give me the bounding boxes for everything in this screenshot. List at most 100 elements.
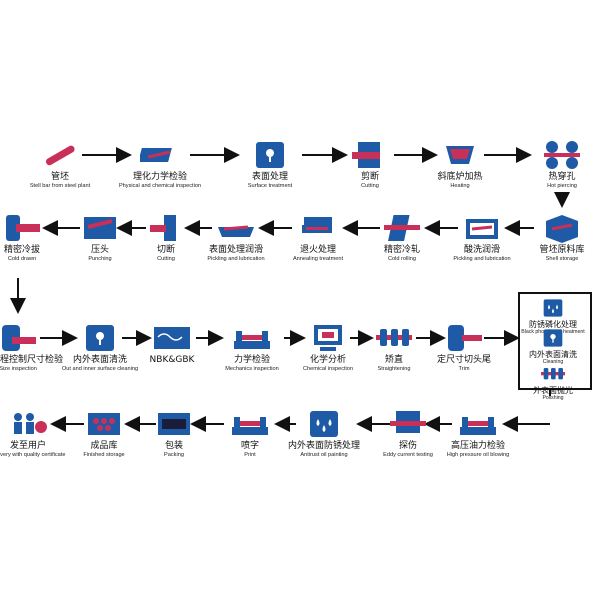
bars-icon	[138, 140, 180, 170]
step-label-zh: 防锈磷化处理	[529, 320, 577, 329]
step-label-zh: 表面处理润滑	[208, 245, 263, 255]
step-label-en: Hot piercing	[547, 183, 577, 189]
step-label-zh: 喷字	[240, 441, 259, 451]
step-label-en: Cleaning	[542, 359, 564, 365]
step-label-zh: 酸洗润滑	[463, 245, 500, 255]
step-label-zh: 管坯原料库	[539, 245, 585, 255]
step-label-en: Eddy current testing	[383, 452, 433, 458]
step-label-en: Antirust oil painting	[300, 452, 348, 458]
stack-icon	[298, 213, 338, 243]
step-label-en: High pressure oil blowing	[446, 452, 510, 458]
drop-icon	[538, 328, 568, 348]
step-label-en: Straightening	[377, 366, 411, 372]
step-label-zh: 管坯	[50, 172, 69, 182]
bundle-icon	[84, 409, 124, 439]
step-label-zh: 表面处理	[251, 172, 288, 182]
step-label-zh: 压头	[90, 245, 109, 255]
steel-bar-icon	[40, 140, 80, 170]
surface-finish-group-box	[518, 292, 592, 390]
step-label-en: Cutting	[157, 256, 175, 262]
shell-icon	[542, 213, 582, 243]
gauge-icon	[0, 323, 38, 353]
furnace-icon	[440, 140, 480, 170]
step-label-zh: 探伤	[398, 441, 417, 451]
step-label-zh: 精密冷拔	[3, 245, 40, 255]
step-label-zh: 生产过程控制尺寸检验	[0, 355, 63, 365]
step-label-zh: 高压油力检验	[450, 441, 505, 451]
step-label-en: Print	[244, 452, 256, 458]
tray-icon	[216, 213, 256, 243]
step-label-zh: 化学分析	[309, 355, 346, 365]
step-label-zh: 退火处理	[299, 245, 336, 255]
step-label-en: Out and inner surface cleaning	[61, 366, 139, 372]
step-label-en: Delivery with quality certificate	[0, 452, 66, 458]
pack-icon	[154, 409, 194, 439]
step-label-en: Size inspection	[0, 366, 37, 372]
step-label-zh: 发至用户	[9, 441, 46, 451]
step-label-en: Shell storage	[545, 256, 579, 262]
step-label-zh: 包装	[164, 441, 183, 451]
step-label-en: Trim	[458, 366, 470, 372]
drop-icon	[250, 140, 290, 170]
step-label-zh: 精密冷轧	[383, 245, 420, 255]
step-label-en: Cold drawn	[7, 256, 37, 262]
step-size-inspection: 生产过程控制尺寸检验Size inspection	[0, 323, 68, 373]
wave-icon	[152, 323, 192, 353]
step-label-en: Packing	[164, 452, 184, 458]
step-label-en: Physical and chemical inspection	[118, 183, 202, 189]
step-label-zh: 斜底炉加热	[437, 172, 483, 182]
step-label-zh: 力学检验	[233, 355, 270, 365]
step-label-zh: 外表面抛光	[533, 386, 573, 395]
step-label-en: Mechanics inspection	[225, 366, 279, 372]
bath-icon	[462, 213, 502, 243]
drops-icon	[304, 409, 344, 439]
eddy-icon	[388, 409, 428, 439]
step-label-en: Pickling and lubrication	[207, 256, 265, 262]
step-label-zh: 成品库	[90, 441, 118, 451]
machine-icon	[232, 323, 272, 353]
people-icon	[8, 409, 48, 439]
step-label-en: Cold rolling	[388, 256, 416, 262]
step-label-en: Poilshing	[542, 395, 564, 401]
step-label-en: Surface treatment	[247, 183, 293, 189]
drop-icon	[80, 323, 120, 353]
step-label-en: Heating	[450, 183, 470, 189]
step-label-en: Stell bar from steel plant	[29, 183, 91, 189]
step-label-zh: 剪断	[360, 172, 379, 182]
machine-icon	[458, 409, 498, 439]
step-label-en: Cutting	[361, 183, 379, 189]
step-label-zh: 内外表面清洗	[529, 350, 577, 359]
rollers-icon	[538, 364, 568, 384]
trim-icon	[444, 323, 484, 353]
cut-block-icon	[350, 140, 390, 170]
step-label-zh: 热穿孔	[548, 172, 576, 182]
step-nbk-gbk: NBK&GBK	[122, 323, 222, 366]
step-delivery: 发至用户Delivery with quality certificate	[0, 409, 78, 459]
step-label-zh: 切断	[156, 245, 175, 255]
piercing-icon	[542, 140, 582, 170]
rolling-icon	[382, 213, 422, 243]
punch-icon	[80, 213, 120, 243]
step-label-zh: 矫直	[384, 355, 403, 365]
monitor-icon	[308, 323, 348, 353]
